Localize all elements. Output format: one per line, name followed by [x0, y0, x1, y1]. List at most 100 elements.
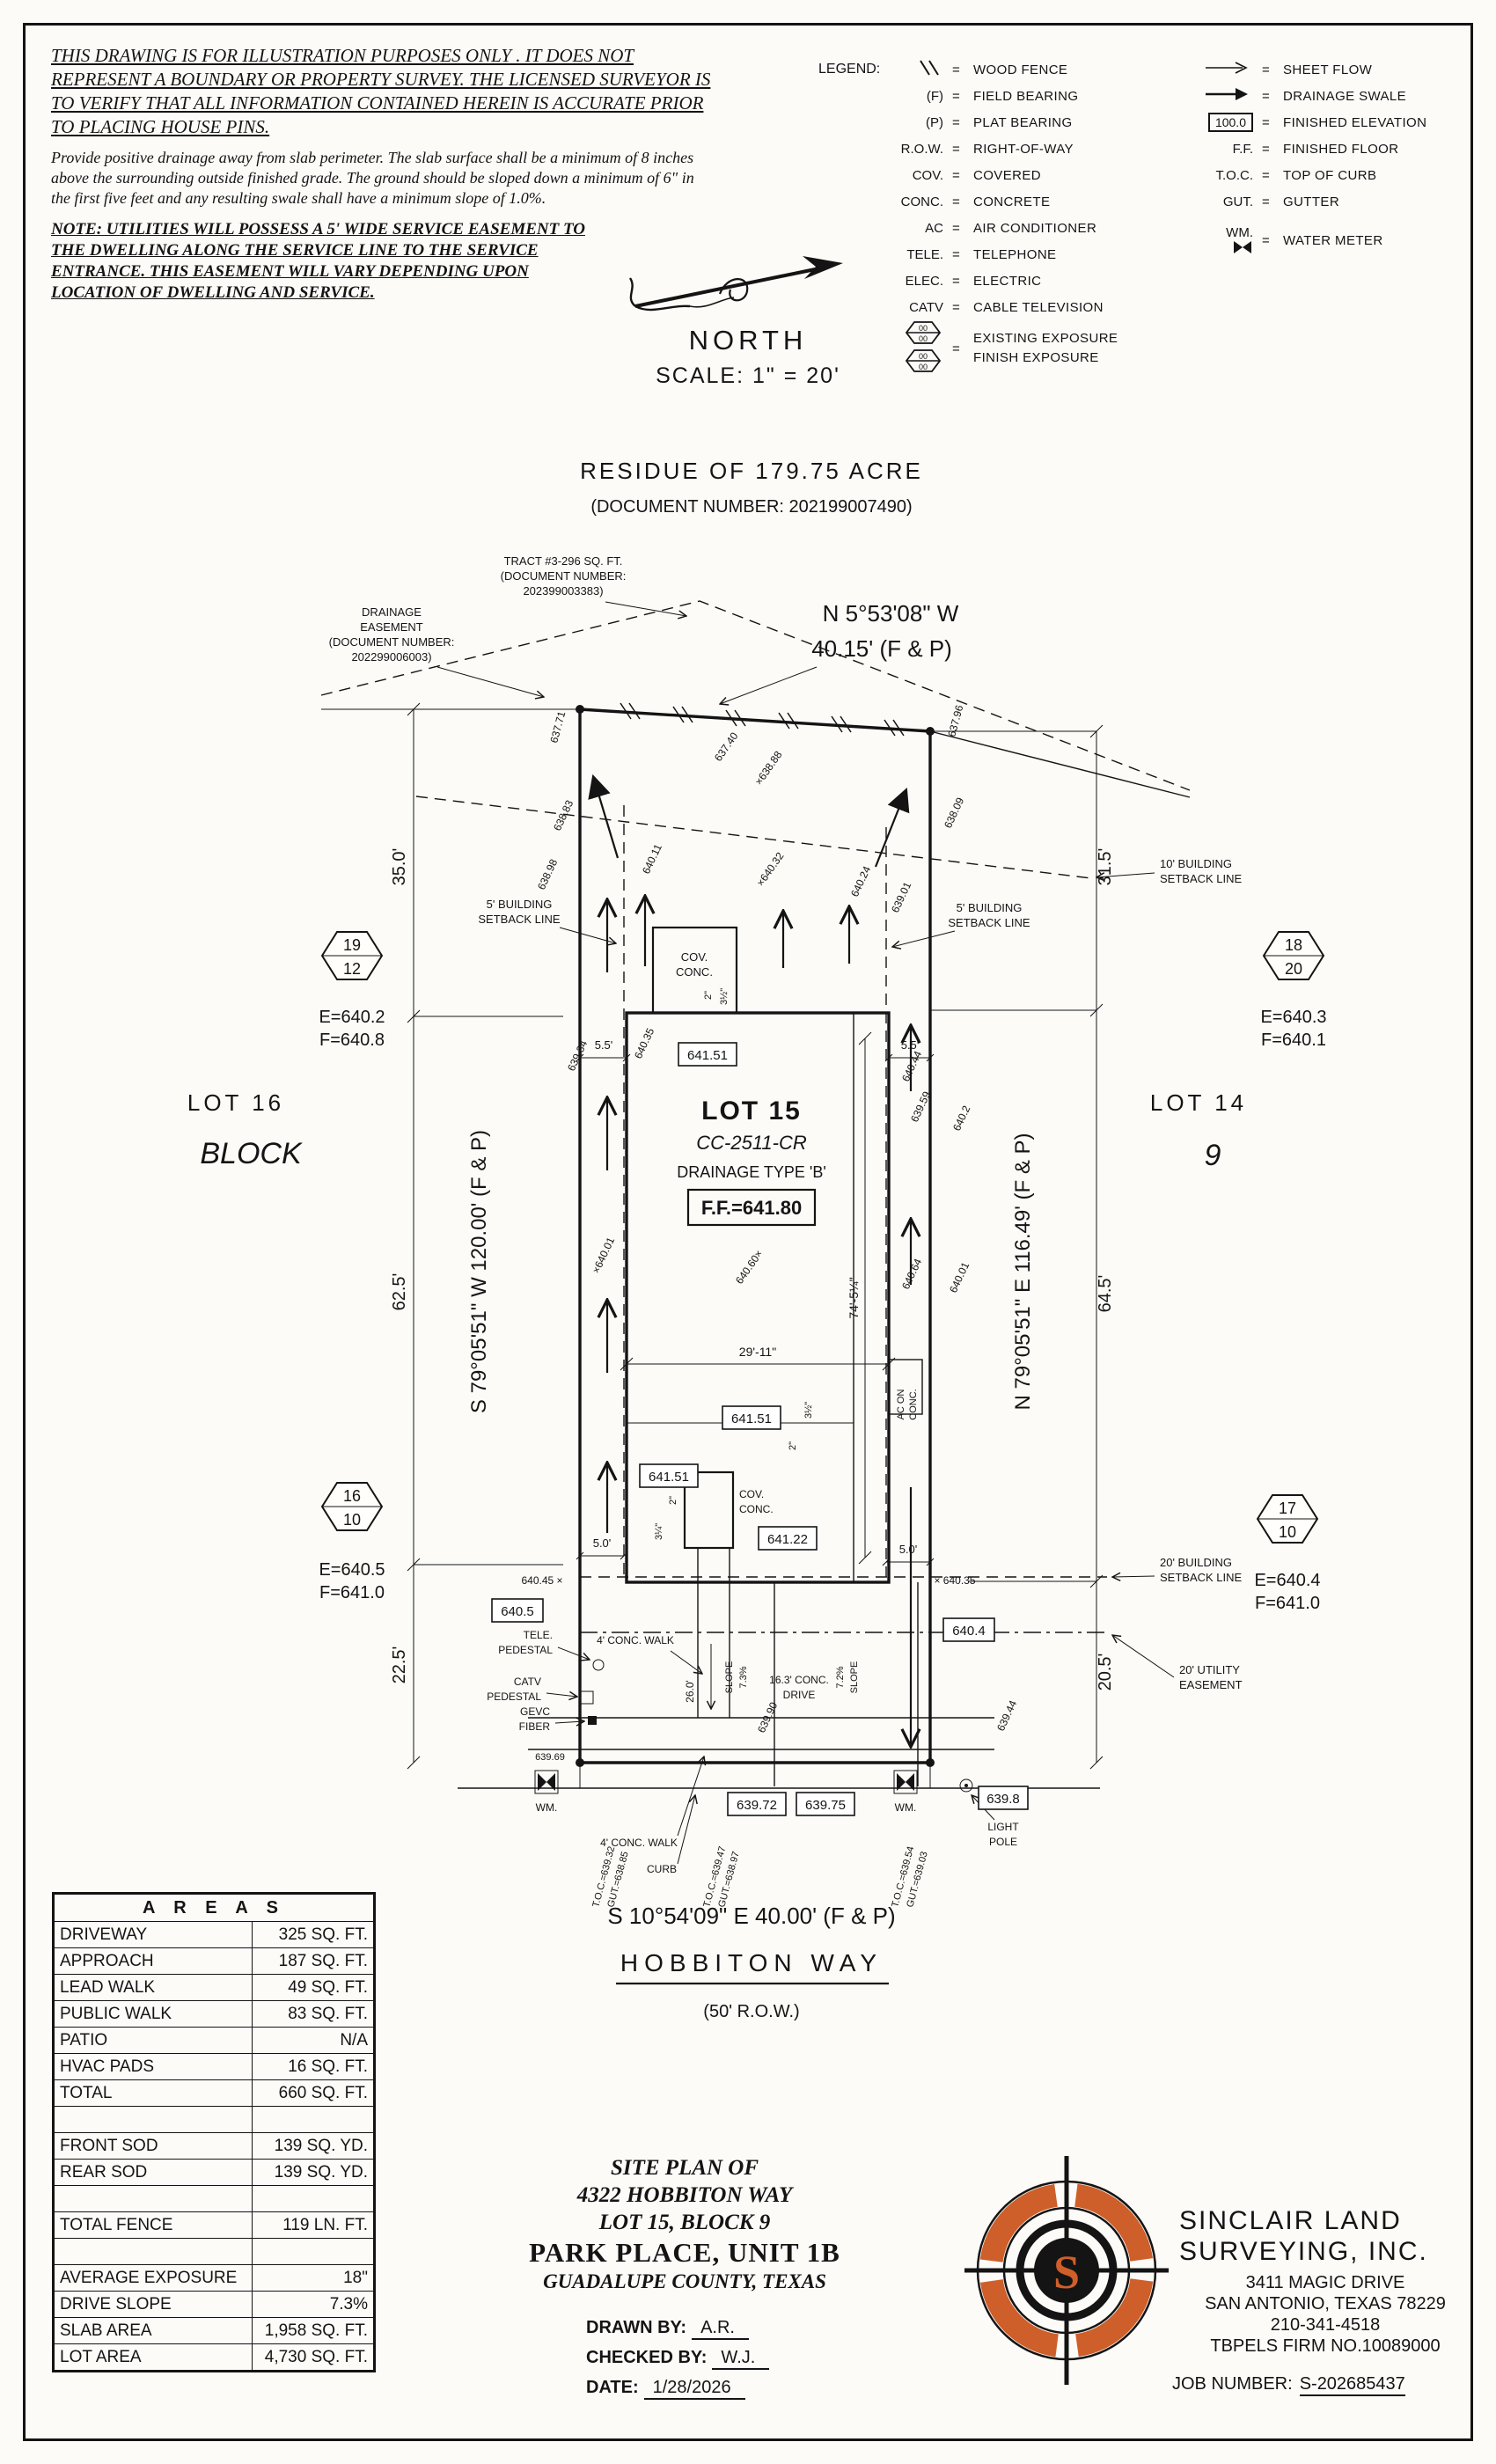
spot-elevation: 640.24	[848, 864, 873, 898]
north-bearing-label: N 5°53'08" W 40.15' (F & P)	[720, 600, 959, 704]
svg-text:PEDESTAL: PEDESTAL	[487, 1690, 541, 1703]
ac-label: AC ON	[896, 1390, 906, 1420]
checked-by-label: CHECKED BY:	[586, 2348, 708, 2367]
legend-row-wood-fence: LEGEND: = WOOD FENCE	[818, 56, 1197, 83]
svg-text:00: 00	[919, 334, 928, 343]
dim-31-5: 31.5'	[1096, 848, 1115, 886]
equals-sign: =	[952, 299, 960, 315]
legend-label: ELECTRIC	[973, 273, 1042, 289]
svg-text:F=640.8: F=640.8	[319, 1030, 385, 1050]
svg-text:7.3%: 7.3%	[738, 1666, 749, 1688]
svg-text:3½": 3½"	[803, 1402, 814, 1419]
public-walk-label: 4' CONC. WALK	[600, 1837, 678, 1849]
spot-elevation: × 640.35	[934, 1574, 975, 1587]
svg-text:EASEMENT: EASEMENT	[1179, 1678, 1243, 1691]
legend-symbol: GUT.	[1222, 194, 1253, 209]
legend-row-telephone: TELE.=TELEPHONE	[818, 241, 1197, 268]
north-label: NORTH	[688, 325, 808, 356]
svg-text:10' BUILDING: 10' BUILDING	[1160, 857, 1232, 870]
spot-elevation: 639.34	[565, 1038, 590, 1073]
legend-row-row: R.O.W.=RIGHT-OF-WAY	[818, 136, 1197, 162]
legend-label: FIELD BEARING	[973, 88, 1079, 104]
svg-text:EASEMENT: EASEMENT	[360, 620, 423, 634]
checked-by-value: W.J.	[712, 2348, 770, 2370]
easement-setback-lines	[320, 600, 1191, 1633]
residue-title: RESIDUE OF 179.75 ACRE	[580, 458, 923, 484]
legend-row-top-of-curb: T.O.C.=TOP OF CURB	[1155, 162, 1445, 188]
cov-label: COV.	[739, 1488, 764, 1500]
svg-text:TRACT #3-296 SQ. FT.: TRACT #3-296 SQ. FT.	[504, 554, 623, 568]
spot-elevation: 637.71	[547, 709, 568, 744]
light-pole: LIGHT POLE	[959, 1778, 1019, 1848]
plan-code: CC-2511-CR	[696, 1132, 807, 1154]
spot-elevation: 639.44	[994, 1698, 1019, 1733]
legend-label: CONCRETE	[973, 194, 1051, 209]
spot-elevation: 640.45 ×	[521, 1574, 562, 1587]
legend-row-electric: ELEC.=ELECTRIC	[818, 268, 1197, 294]
legend-symbol: COV.	[912, 167, 943, 183]
title-block: SITE PLAN OF 4322 HOBBITON WAY LOT 15, B…	[482, 2154, 887, 2408]
compass-block: NORTH SCALE: 1" = 20'	[563, 236, 933, 389]
legend-row-gutter: GUT. = GUTTER	[1155, 188, 1445, 215]
lot14-label: LOT 14	[1150, 1089, 1247, 1116]
svg-text:202299006003): 202299006003)	[351, 650, 431, 664]
svg-text:SETBACK LINE: SETBACK LINE	[478, 913, 561, 926]
spot-elevation: 639.69	[535, 1752, 565, 1763]
address-line: SAN ANTONIO, TEXAS 78229	[1205, 2294, 1446, 2314]
legend-row-field-bearing: (F)=FIELD BEARING	[818, 83, 1197, 109]
south-bearing: S 10°54'09" E 40.00' (F & P)	[607, 1903, 895, 1929]
cov-label: COV.	[681, 950, 708, 964]
svg-text:SLOPE: SLOPE	[724, 1661, 735, 1694]
svg-text:2": 2"	[703, 991, 714, 1000]
legend-row-ac: AC=AIR CONDITIONER	[818, 215, 1197, 241]
equals-sign: =	[952, 114, 960, 130]
svg-text:5.5': 5.5'	[595, 1038, 613, 1052]
lot15-label: LOT 15	[701, 1096, 802, 1126]
boxed-elevation: 641.22	[767, 1532, 808, 1547]
east-bearing: N 79°05'51" E 116.49' (F & P)	[1011, 1133, 1035, 1411]
svg-text:16: 16	[343, 1487, 361, 1505]
svg-text:SLOPE: SLOPE	[849, 1661, 860, 1694]
legend-label: WATER METER	[1283, 232, 1383, 248]
equals-sign: =	[952, 246, 960, 262]
equals-sign: =	[952, 62, 960, 77]
table-row	[52, 2185, 375, 2212]
svg-text:5' BUILDING: 5' BUILDING	[957, 901, 1023, 914]
svg-text:SETBACK LINE: SETBACK LINE	[948, 916, 1030, 929]
property-boundary	[321, 705, 1191, 1788]
legend-row-catv: CATV=CABLE TELEVISION	[818, 294, 1197, 320]
legend-symbol: R.O.W.	[900, 141, 943, 157]
legend-label: SHEET FLOW	[1283, 62, 1373, 77]
areas-title: A R E A S	[53, 1893, 375, 1922]
svg-text:PEDESTAL: PEDESTAL	[498, 1644, 553, 1656]
spot-elevation: 640.2	[950, 1104, 973, 1133]
legend-label: GUTTER	[1283, 194, 1340, 209]
legend-label: WOOD FENCE	[973, 62, 1068, 77]
equals-sign: =	[1262, 167, 1270, 183]
block-number: 9	[1205, 1139, 1221, 1172]
spot-elevation: 638.09	[942, 796, 966, 830]
legend-row-exposure: 00 00 00 00 = EXISTING EXPOSURE FINISH E…	[818, 320, 1197, 377]
svg-text:12: 12	[343, 960, 361, 978]
legend-label: CABLE TELEVISION	[973, 299, 1104, 315]
legend-label: FINISHED ELEVATION	[1283, 114, 1427, 130]
legend-title: LEGEND:	[818, 62, 881, 77]
date-value: 1/28/2026	[643, 2378, 745, 2400]
equals-sign: =	[1262, 194, 1270, 209]
equals-sign: =	[952, 273, 960, 289]
walk-length-dim: 26.0'	[684, 1680, 696, 1703]
spot-elevation: 640.60×	[733, 1248, 766, 1287]
drawn-by-value: A.R.	[692, 2318, 749, 2340]
county: GUADALUPE COUNTY, TEXAS	[543, 2270, 826, 2292]
disclaimer-block: THIS DRAWING IS FOR ILLUSTRATION PURPOSE…	[51, 44, 729, 304]
svg-text:3½": 3½"	[719, 988, 730, 1005]
boxed-elevations: 641.51 641.51 641.51 641.22 640.5 640.4 …	[491, 1042, 1029, 1816]
legend-symbol: (P)	[926, 114, 943, 130]
disclaimer-utility-note: NOTE: UTILITIES WILL POSSESS A 5' WIDE S…	[51, 220, 585, 302]
spot-elevation: 640.35	[632, 1026, 656, 1060]
svg-text:N 5°53'08" W: N 5°53'08" W	[823, 600, 959, 627]
